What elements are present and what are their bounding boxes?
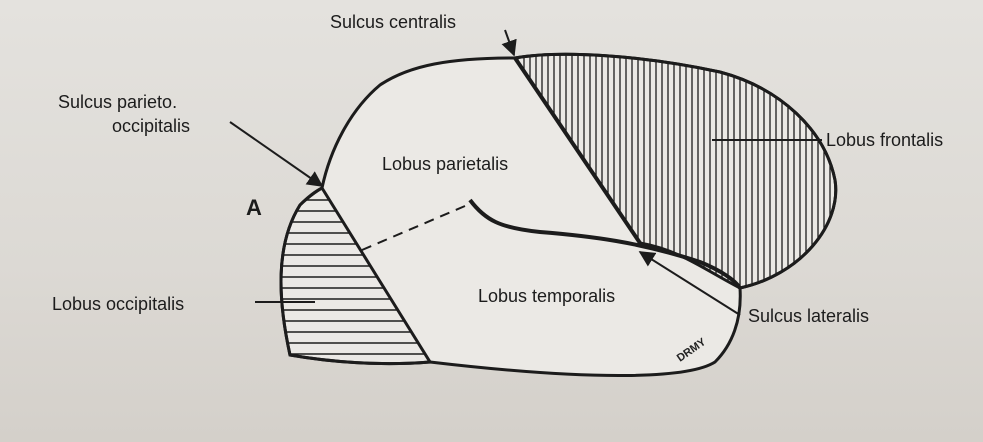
label-lobus-frontalis: Lobus frontalis	[826, 130, 943, 150]
label-sulcus-lateralis: Sulcus lateralis	[748, 306, 869, 326]
panel-letter: A	[246, 195, 262, 220]
label-sulcus-centralis: Sulcus centralis	[330, 12, 456, 32]
label-sulcus-parieto-line2: occipitalis	[112, 116, 190, 136]
arrow-sulcus-centralis	[505, 30, 514, 55]
label-lobus-temporalis: Lobus temporalis	[478, 286, 615, 306]
label-lobus-parietalis: Lobus parietalis	[382, 154, 508, 174]
label-lobus-occipitalis: Lobus occipitalis	[52, 294, 184, 314]
arrow-sulcus-parieto	[230, 122, 322, 186]
label-sulcus-parieto-line1: Sulcus parieto.	[58, 92, 177, 112]
